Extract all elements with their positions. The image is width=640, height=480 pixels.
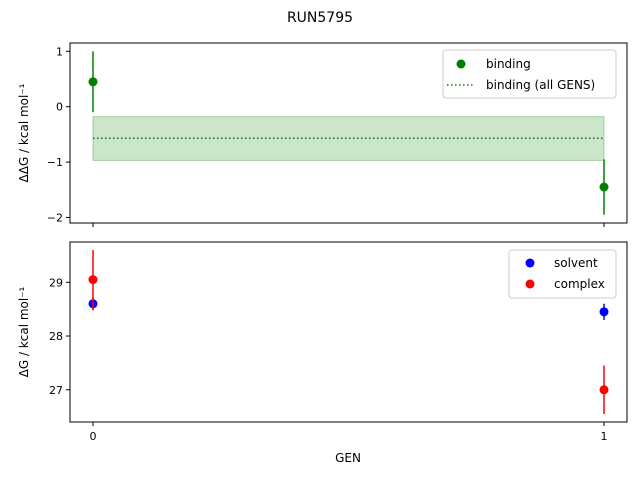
binding-y-tick-label: −1	[47, 156, 63, 169]
binding-all-gens-legend-label: binding (all GENS)	[486, 78, 595, 92]
complex-legend-marker	[525, 279, 535, 289]
free-energy-plot-area	[88, 250, 609, 414]
free-energy-panel: 29 28 27 0 1 ΔG / kcal mol⁻¹ GEN solvent com…	[17, 241, 628, 465]
free-energy-legend: solvent complex	[508, 249, 617, 299]
binding-point	[88, 77, 98, 87]
binding-point	[599, 182, 609, 192]
solvent-legend-marker	[525, 258, 535, 268]
free-energy-y-tick-label: 28	[49, 330, 63, 343]
binding-legend-label: binding	[486, 57, 531, 71]
free-energy-frame	[69, 241, 628, 423]
binding-plot-area	[88, 51, 609, 215]
solvent-legend-label: solvent	[554, 256, 598, 270]
binding-panel: 1 0 −1 −2 ΔΔG / kcal mol⁻¹ binding binding …	[17, 42, 628, 227]
binding-y-tick-label: −2	[47, 211, 63, 224]
free-energy-y-tick-label: 27	[49, 384, 63, 397]
binding-axes: 1 0 −1 −2	[47, 42, 628, 227]
binding-y-axis-label: ΔΔG / kcal mol⁻¹	[17, 83, 31, 182]
x-axis-label: GEN	[335, 451, 361, 465]
free-energy-axes: 29 28 27 0 1	[49, 241, 628, 443]
x-tick-label: 0	[89, 430, 96, 443]
binding-legend-marker	[456, 59, 466, 69]
binding-legend-box	[442, 49, 617, 99]
figure-title: RUN5795	[287, 10, 353, 26]
solvent-point	[599, 307, 609, 317]
complex-point	[599, 385, 609, 395]
free-energy-legend-box	[508, 249, 617, 299]
x-tick-label: 1	[601, 430, 608, 443]
binding-y-tick-label: 1	[56, 45, 63, 58]
free-energy-y-tick-label: 29	[49, 276, 63, 289]
binding-y-tick-label: 0	[56, 101, 63, 114]
binding-legend: binding binding (all GENS)	[442, 49, 617, 99]
binding-frame	[69, 42, 628, 224]
complex-point	[88, 275, 98, 285]
free-energy-y-axis-label: ΔG / kcal mol⁻¹	[17, 286, 31, 377]
complex-legend-label: complex	[554, 277, 605, 291]
